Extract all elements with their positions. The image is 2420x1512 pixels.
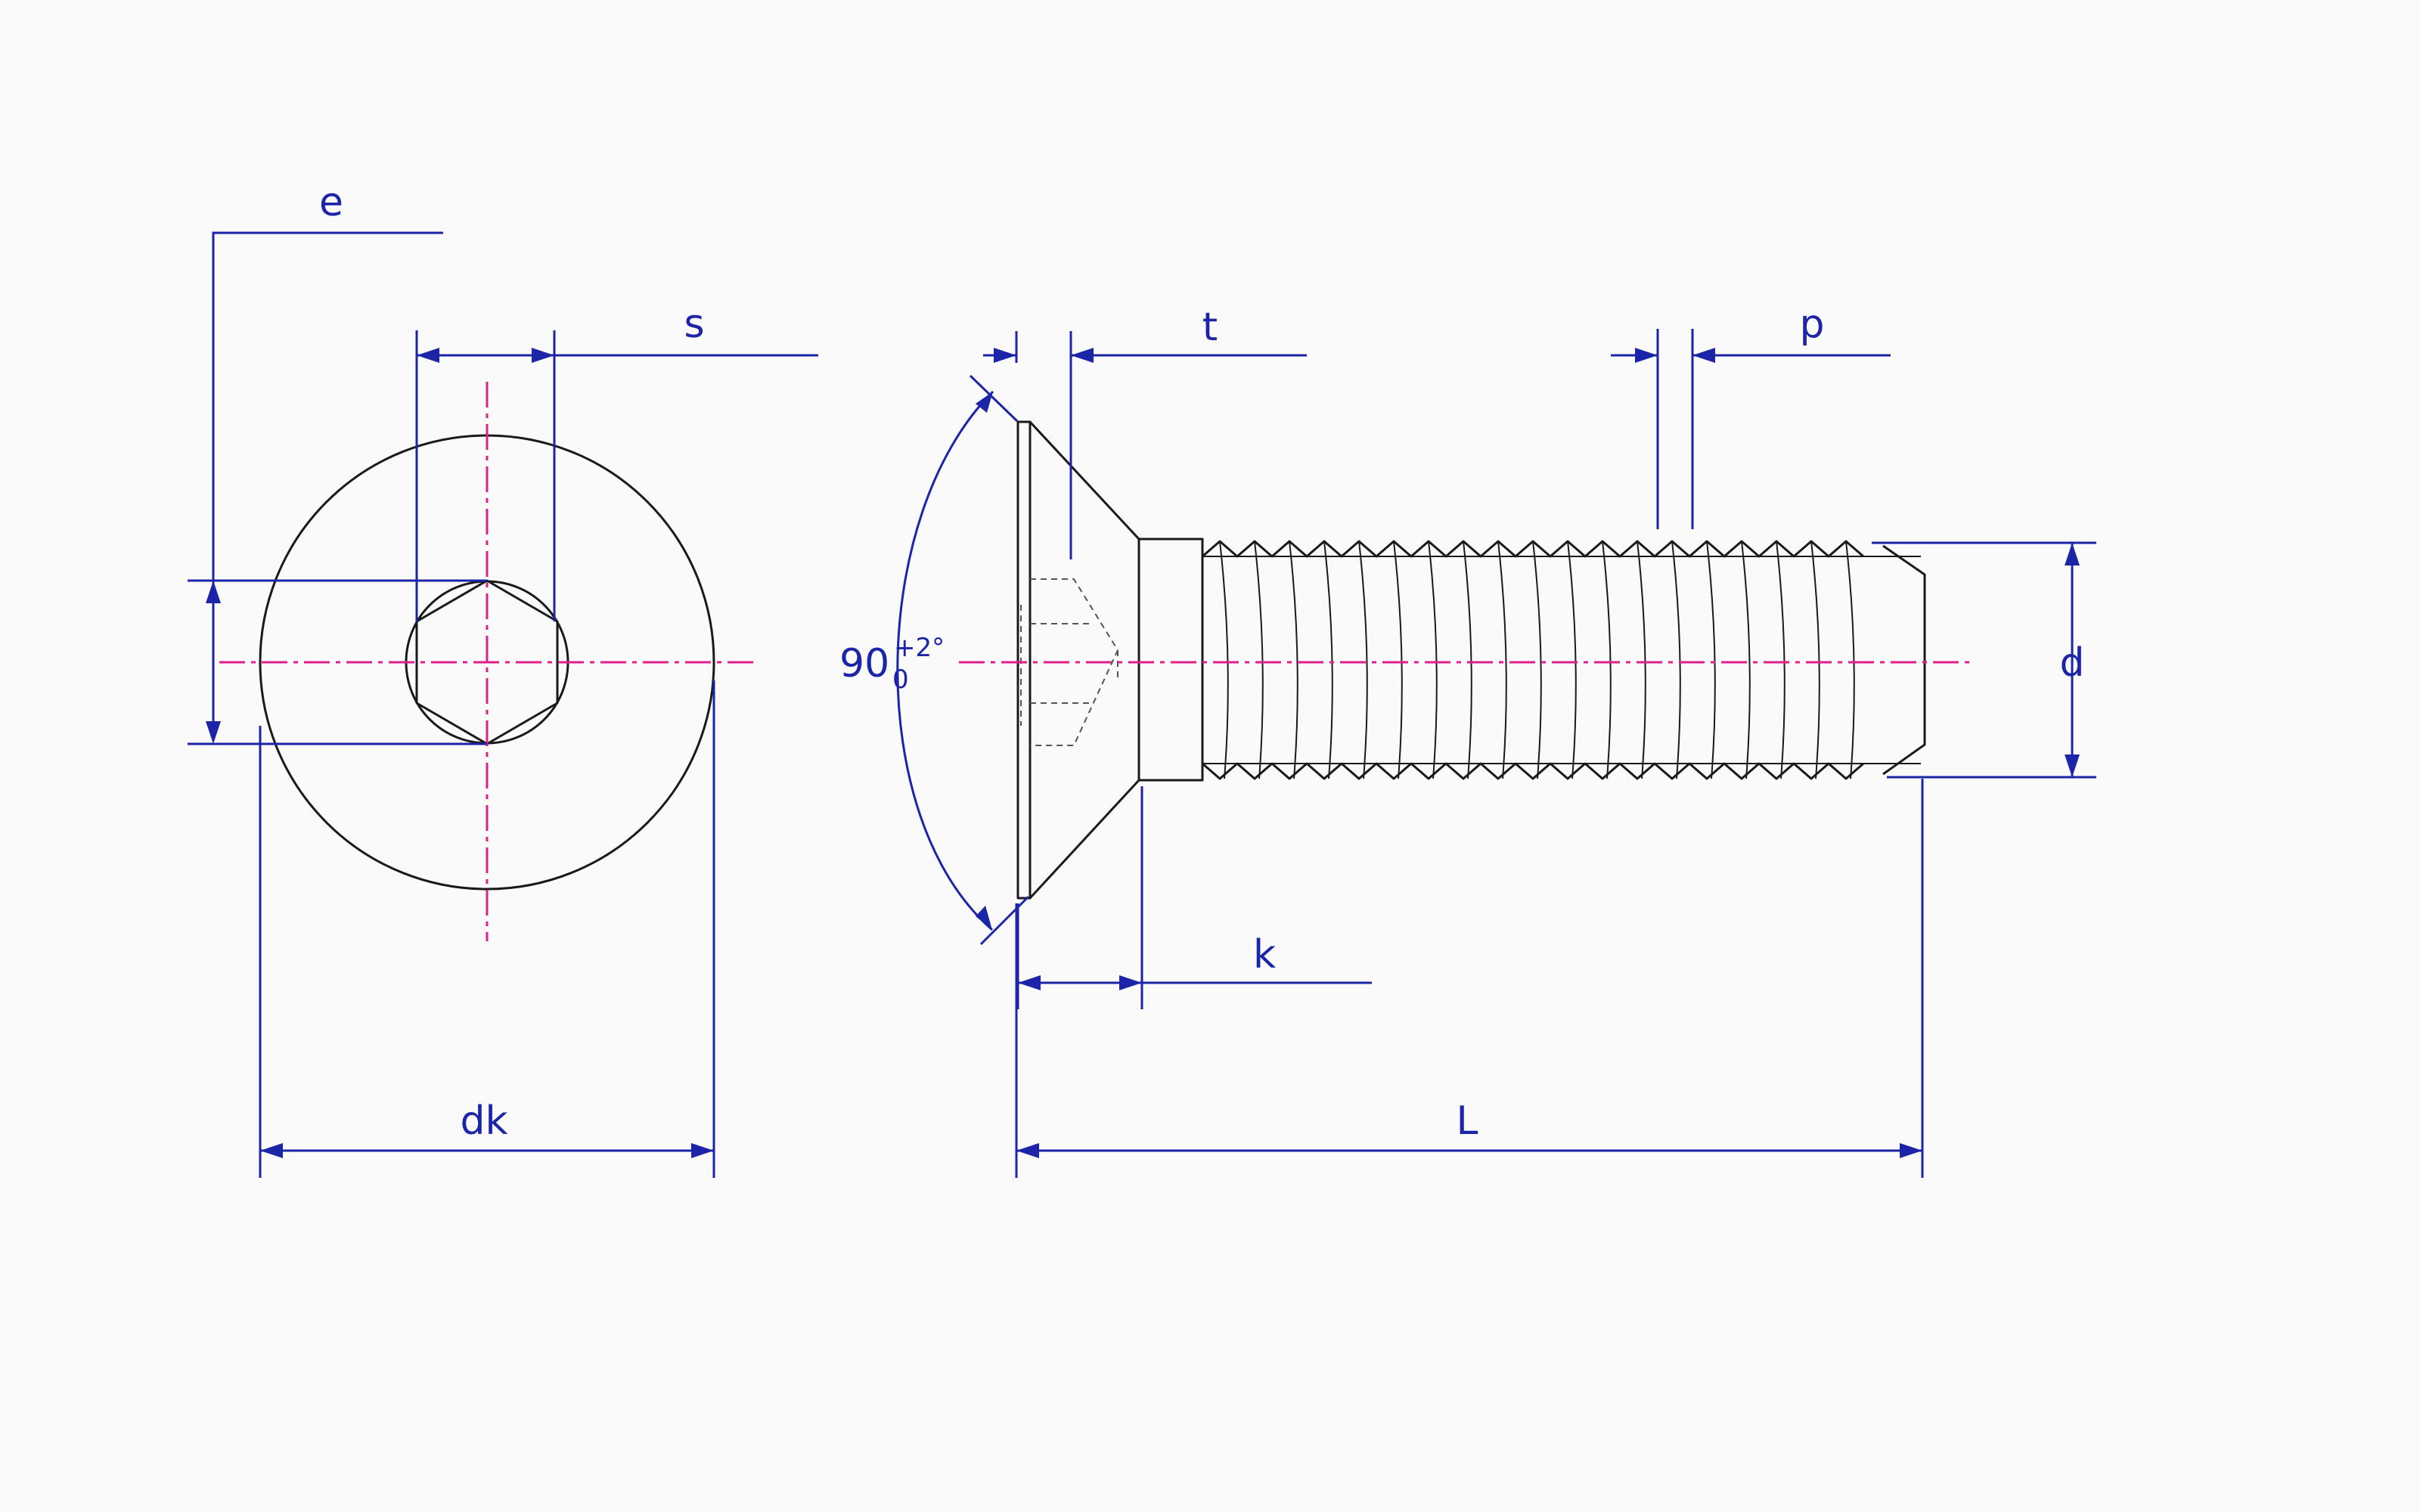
- dimension-angle: 90 +2° 0: [839, 374, 1030, 946]
- thread-flank: [1567, 541, 1577, 779]
- thread-flank: [1323, 541, 1333, 779]
- label-tolerance-upper: +2°: [894, 633, 945, 663]
- label-dk: dk: [460, 1098, 507, 1144]
- thread-flank: [1706, 541, 1716, 779]
- label-s: s: [684, 302, 704, 347]
- label-L: L: [1457, 1098, 1478, 1144]
- thread-flank: [1532, 541, 1542, 779]
- countersink-cone: [1028, 420, 1140, 900]
- thread-flank: [1497, 541, 1507, 779]
- thread-flank: [1289, 541, 1298, 779]
- label-t: t: [1202, 305, 1218, 350]
- side-view: [959, 420, 1974, 900]
- thread-flank: [1358, 541, 1368, 779]
- thread-crest-top: [1202, 540, 1864, 558]
- thread-flank: [1810, 541, 1820, 779]
- thread-flank: [1637, 541, 1646, 779]
- thread-crest-bottom: [1202, 762, 1864, 780]
- thread-flank: [1254, 541, 1264, 779]
- thread-flank: [1776, 541, 1786, 779]
- thread-flank: [1428, 541, 1438, 779]
- label-e: e: [319, 180, 343, 225]
- screw-tip: [1882, 544, 1926, 776]
- head-face: [1016, 420, 1032, 900]
- thread-flank: [1219, 541, 1229, 779]
- dimension-k: k: [1016, 786, 1372, 1009]
- label-k: k: [1253, 932, 1276, 978]
- thread-flank: [1671, 541, 1681, 779]
- thread-flank: [1741, 541, 1751, 779]
- dimension-dk: dk: [259, 680, 715, 1178]
- dimension-p: p: [1611, 302, 1891, 529]
- dimension-t: t: [983, 305, 1307, 559]
- dimension-s: s: [415, 302, 818, 621]
- thread-profile: [1202, 540, 1864, 780]
- dimension-e: e: [188, 180, 487, 745]
- label-tolerance-lower: 0: [892, 665, 909, 695]
- thread-flank: [1463, 541, 1472, 779]
- dimension-L: L: [1015, 779, 1924, 1178]
- end-view: [219, 382, 756, 941]
- thread-flank: [1845, 541, 1855, 779]
- label-p: p: [1799, 302, 1824, 347]
- shank-neck: [1139, 538, 1204, 782]
- hidden-socket: [1020, 578, 1119, 746]
- label-d: d: [2059, 640, 2084, 686]
- thread-flank: [1602, 541, 1612, 779]
- dimension-d: d: [1872, 541, 2096, 779]
- label-angle: 90: [839, 641, 889, 686]
- thread-flank: [1393, 541, 1403, 779]
